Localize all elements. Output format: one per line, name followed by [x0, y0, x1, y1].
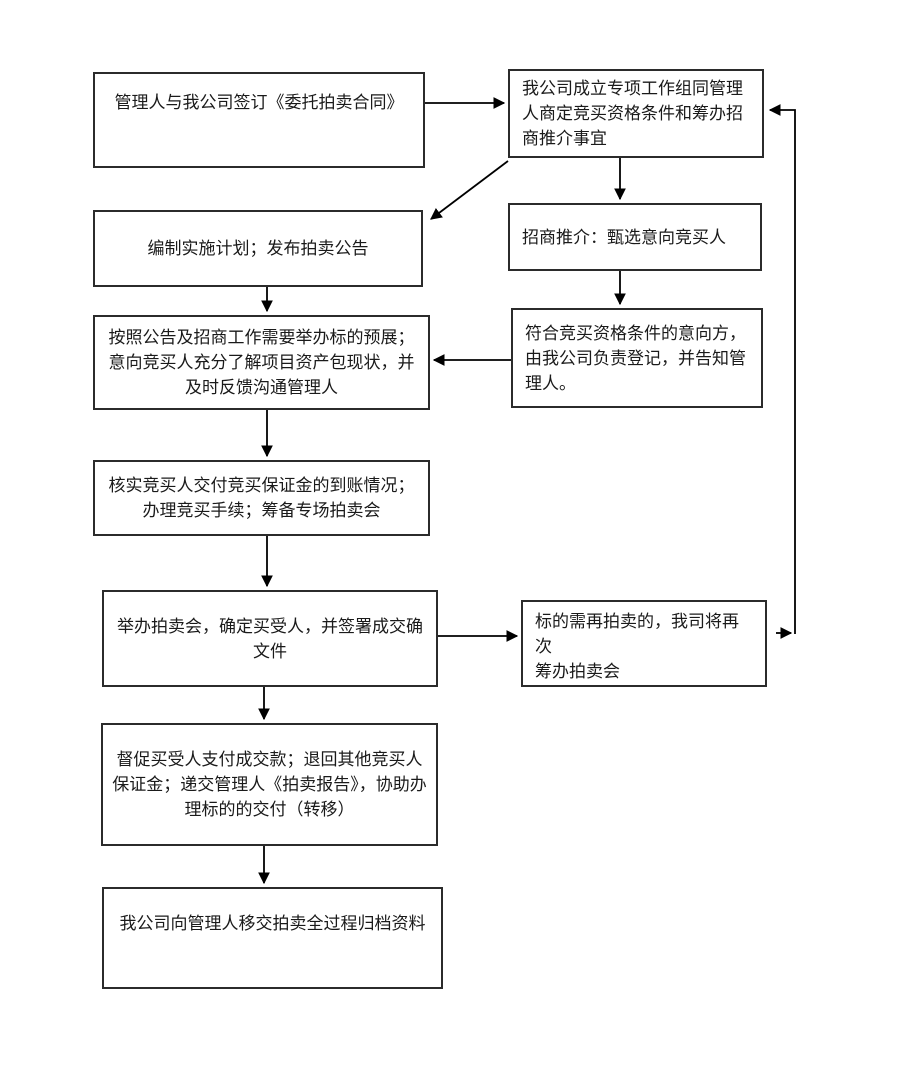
- flow-box-promotion: 招商推介：甄选意向竞买人: [508, 203, 762, 271]
- flow-box-working-group: 我公司成立专项工作组同管理 人商定竞买资格条件和筹办招 商推介事宜: [508, 69, 764, 158]
- flow-box-sign-contract: 管理人与我公司签订《委托拍卖合同》: [93, 72, 425, 168]
- flow-box-post-deal: 督促买受人支付成交款；退回其他竞买人 保证金；递交管理人《拍卖报告》，协助办 理…: [101, 723, 438, 846]
- flow-box-plan-announce: 编制实施计划；发布拍卖公告: [93, 210, 423, 287]
- flow-box-re-auction: 标的需再拍卖的，我司将再次 筹办拍卖会: [521, 600, 767, 687]
- flow-box-preview: 按照公告及招商工作需要举办标的预展； 意向竞买人充分了解项目资产包现状，并 及时…: [93, 315, 430, 410]
- flow-box-register: 符合竞买资格条件的意向方， 由我公司负责登记，并告知管 理人。: [511, 308, 763, 408]
- arrow-group-to-plan: [430, 160, 509, 220]
- arrow-feedback-to-group: [768, 104, 796, 634]
- flow-box-verify-deposit: 核实竞买人交付竞买保证金的到账情况； 办理竞买手续；筹备专场拍卖会: [93, 460, 430, 536]
- flow-box-archive: 我公司向管理人移交拍卖全过程归档资料: [102, 887, 443, 989]
- flow-box-hold-auction: 举办拍卖会，确定买受人，并签署成交确 文件: [102, 590, 438, 687]
